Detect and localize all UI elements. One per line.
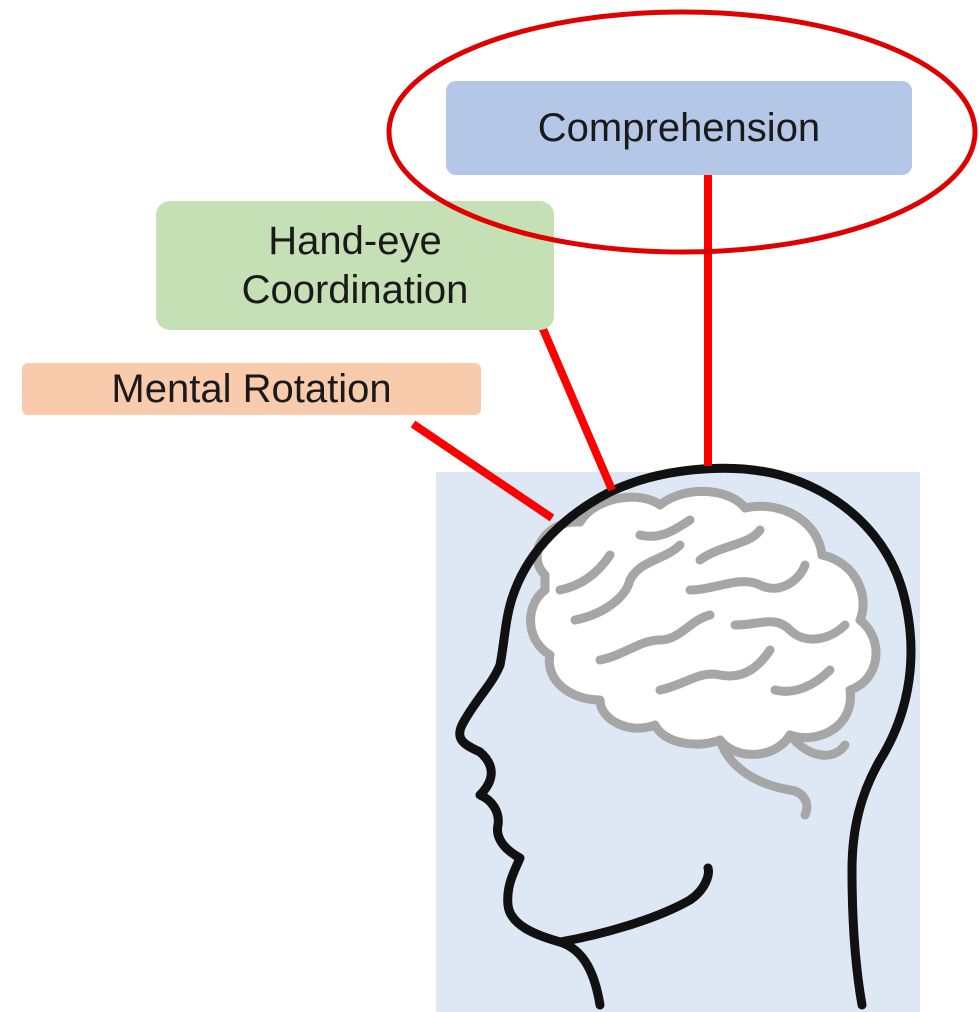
- comprehension-label: Comprehension: [446, 81, 912, 175]
- hand-eye-coordination-label: Hand-eye Coordination: [156, 201, 554, 330]
- mental-rotation-label: Mental Rotation: [22, 363, 481, 415]
- connector-hand-eye: [540, 322, 612, 490]
